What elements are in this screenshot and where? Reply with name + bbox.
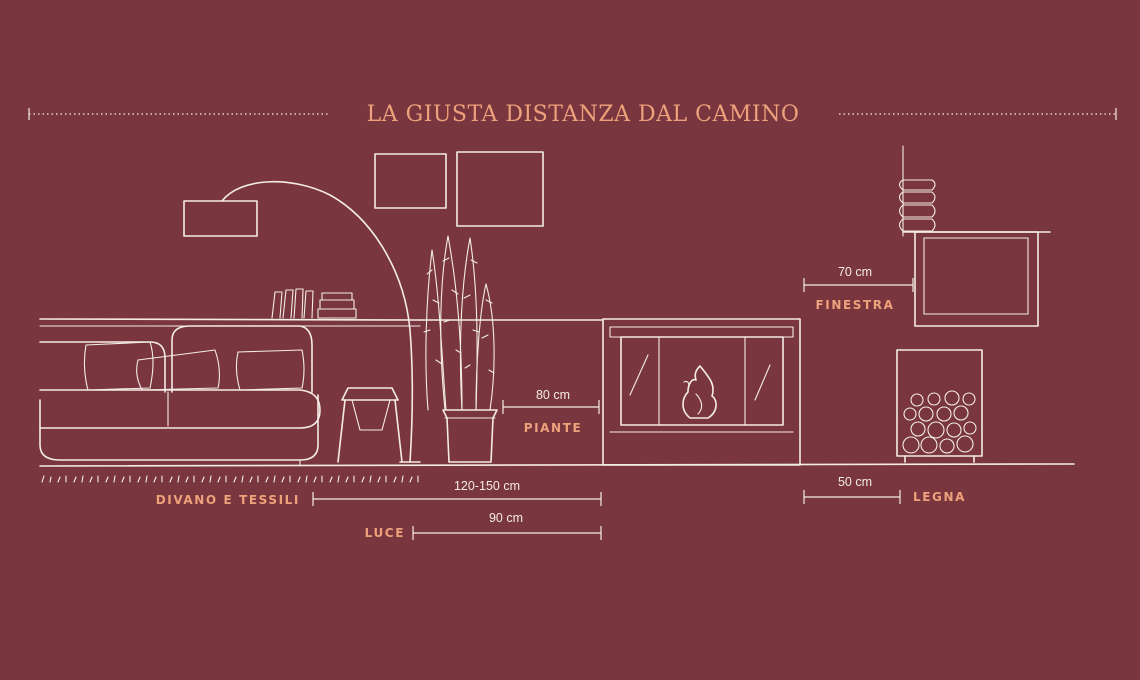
sofa-back-left <box>39 341 166 393</box>
window-pane <box>923 237 1029 315</box>
cushion-3 <box>235 349 305 391</box>
picture-frame-left <box>374 153 447 209</box>
books <box>271 288 357 319</box>
measure-legna: 50 cm <box>838 475 872 489</box>
fire-flame-icon <box>682 365 717 419</box>
cactus-stem-4 <box>475 283 495 411</box>
sofa-back-right <box>171 325 313 393</box>
window <box>898 145 1051 327</box>
title-group: LA GIUSTA DISTANZA DAL CAMINO <box>28 102 1117 127</box>
cactus-stem-3 <box>459 237 478 411</box>
measure-finestra: 70 cm <box>838 265 872 279</box>
cushion-1 <box>83 341 154 391</box>
rug-fringe <box>41 475 419 483</box>
curtain-fold-4 <box>898 218 936 232</box>
curtain-fold-2 <box>898 191 936 204</box>
log-holder <box>896 349 983 463</box>
measure-piante: 80 cm <box>536 388 570 402</box>
diagram-title: LA GIUSTA DISTANZA DAL CAMINO <box>367 102 800 127</box>
cushion-2 <box>136 349 221 391</box>
side-table <box>337 387 403 463</box>
fireplace-top-band <box>609 326 794 338</box>
rug <box>41 475 419 483</box>
lamp-shade <box>183 200 258 237</box>
label-piante: PIANTE <box>524 421 583 435</box>
dimension-finestra: 70 cm FINESTRA <box>803 265 914 312</box>
measure-divano: 120-150 cm <box>454 479 520 493</box>
label-luce: LUCE <box>365 526 405 540</box>
wall-pictures <box>374 151 544 227</box>
side-table-top <box>341 387 399 401</box>
window-frame <box>914 231 1039 327</box>
floor-line <box>39 463 1075 467</box>
lamp-arc <box>221 180 414 463</box>
fireplace <box>419 318 801 466</box>
logs <box>902 390 977 454</box>
cactus-stem-1 <box>425 249 447 411</box>
shelf-top <box>39 318 421 321</box>
picture-frame-right <box>456 151 544 227</box>
sofa-base <box>39 394 319 461</box>
label-finestra: FINESTRA <box>815 298 894 312</box>
potted-plant <box>423 235 498 463</box>
sofa-seat <box>39 389 321 429</box>
dimension-divano: 120-150 cm DIVANO E TESSILI <box>156 479 602 507</box>
label-divano: DIVANO E TESSILI <box>156 493 300 507</box>
fireplace-body <box>602 318 801 466</box>
dimension-piante: 80 cm PIANTE <box>502 388 600 435</box>
measure-luce: 90 cm <box>489 511 523 525</box>
label-legna: LEGNA <box>913 490 966 504</box>
arc-floor-lamp <box>183 180 421 463</box>
fireplace-glass <box>620 336 784 426</box>
log-holder-frame <box>896 349 983 457</box>
dimension-luce: 90 cm LUCE <box>365 511 602 540</box>
back-shelf <box>39 288 421 327</box>
curtain-fold-3 <box>898 204 936 218</box>
curtain-fold-1 <box>898 179 936 191</box>
sofa <box>39 325 321 467</box>
dimension-legna: 50 cm LEGNA <box>803 475 966 504</box>
